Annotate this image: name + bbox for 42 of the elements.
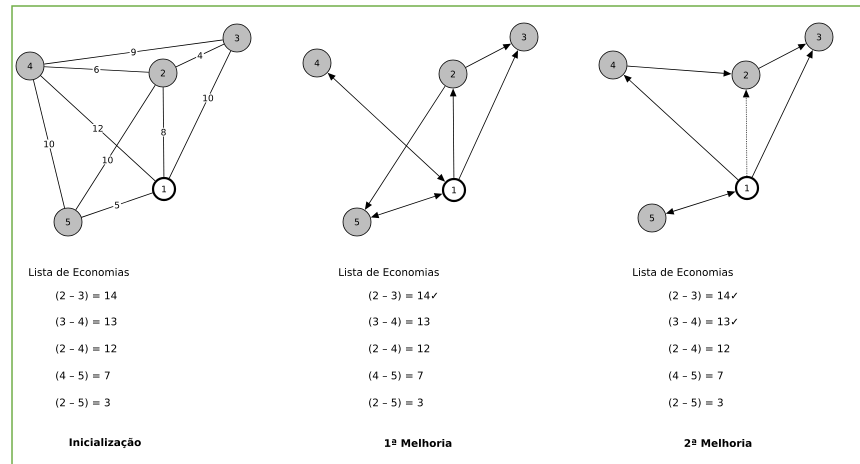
list-heading: Lista de Economias	[339, 268, 439, 276]
edge-label: 10	[100, 156, 114, 164]
edge-line	[44, 66, 150, 73]
edge-label: 4	[196, 51, 204, 60]
edge-label: 9	[130, 48, 138, 56]
savings-row: (2 – 3) = 14✓	[369, 291, 438, 301]
depot-node: 1	[152, 176, 176, 202]
savings-row: (3 – 4) = 13	[369, 317, 430, 327]
edge-line	[162, 87, 164, 178]
savings-row: (2 – 4) = 12	[56, 344, 116, 354]
savings-row: (2 – 3) = 14	[56, 291, 117, 301]
savings-row: (3 – 4) = 13✓	[669, 317, 738, 327]
savings-row: (4 – 5) = 7	[669, 371, 723, 381]
edge-line	[168, 50, 232, 178]
edge-line	[40, 75, 156, 182]
edge-line	[81, 192, 153, 218]
edge-label: 12	[91, 124, 105, 133]
savings-row: (2 – 5) = 3	[669, 398, 723, 408]
caption: Inicialização	[70, 438, 141, 448]
savings-row: (2 – 4) = 12	[669, 344, 730, 354]
savings-row: (2 – 5) = 3	[56, 398, 110, 408]
list-heading: Lista de Economias	[633, 268, 733, 276]
savings-row: (2 – 4) = 12	[369, 344, 430, 354]
edge-line	[75, 84, 156, 210]
edge-label: 10	[42, 140, 56, 148]
edge-line	[33, 80, 65, 208]
edge-line	[176, 44, 224, 68]
edge-label: 5	[113, 200, 121, 210]
list-heading: Lista de Economias	[29, 268, 129, 276]
edge-label: 8	[160, 128, 168, 137]
edge-label: 10	[201, 94, 215, 102]
caption: 1ª Melhoria	[385, 438, 452, 448]
savings-row: (4 – 5) = 7	[369, 371, 423, 381]
savings-row: (4 – 5) = 7	[56, 371, 110, 381]
depot-node: 1	[734, 176, 760, 200]
depot-node: 1	[442, 178, 466, 202]
savings-row: (2 – 3) = 14✓	[669, 291, 738, 301]
savings-row: (3 – 4) = 13	[56, 317, 116, 327]
caption: 2ª Melhoria	[684, 438, 752, 448]
edge-label: 6	[92, 65, 100, 74]
savings-row: (2 – 5) = 3	[369, 398, 423, 408]
edge-line	[44, 40, 224, 64]
